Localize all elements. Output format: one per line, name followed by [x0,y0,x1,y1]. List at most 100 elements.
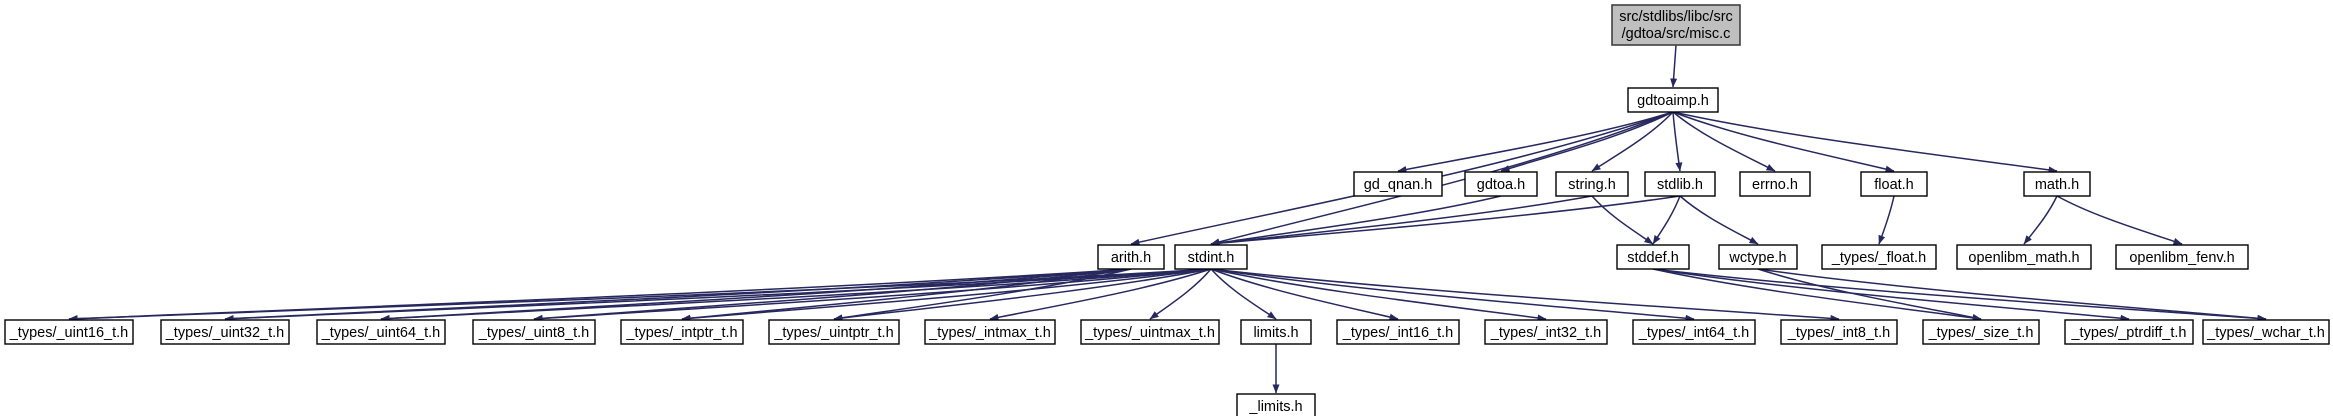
node-box[interactable] [1240,319,1312,345]
edge-stdlib-to-stdint [1210,195,1681,247]
edge-gdtoaimp-to-float [1672,111,1895,173]
edge-gdtoaimp-to-gdtoa [1500,111,1674,172]
graph-node-types-ptrdiff-t-h[interactable]: _types/_ptrdiff_t.h [2064,319,2194,345]
graph-node-gdtoa-h[interactable]: gdtoa.h [1464,171,1538,197]
node-box[interactable] [1353,171,1443,197]
graph-node-stdint-h[interactable]: stdint.h [1174,244,1248,270]
node-box[interactable] [316,319,446,345]
graph-node-types-float-h[interactable]: _types/_float.h [1821,244,1937,270]
edge-stdint-to-limits [1210,268,1277,320]
graph-node-gdtoaimp-h[interactable]: gdtoaimp.h [1627,87,1719,113]
graph-node-types-uint16-t-h[interactable]: _types/_uint16_t.h [4,319,134,345]
graph-node-string-h[interactable]: string.h [1555,171,1629,197]
graph-node-openlibm-math-h[interactable]: openlibm_math.h [1956,244,2092,270]
edge-arith-to-t-uint8 [533,268,1132,322]
node-box[interactable] [2064,319,2194,345]
graph-node-types-int16-t-h[interactable]: _types/_int16_t.h [1336,319,1460,345]
edge-wctype-to-t-wchar [1757,268,2267,322]
graph-node-limits-h[interactable]: limits.h [1240,319,1312,345]
edge-stdint-to-t-intptr [681,268,1212,322]
node-box[interactable] [1484,319,1608,345]
edge-gdtoaimp-to-errno [1672,111,1776,172]
graph-node-wctype-h[interactable]: wctype.h [1718,244,1798,270]
graph-node-arith-h[interactable]: arith.h [1097,244,1165,270]
graph-node-types-int32-t-h[interactable]: _types/_int32_t.h [1484,319,1608,345]
graph-node-stddef-h[interactable]: stddef.h [1616,244,1690,270]
node-box[interactable] [1336,319,1460,345]
edge-gdtoaimp-to-math [1672,111,2058,174]
node-box[interactable] [1236,393,1316,416]
graph-node-float-h[interactable]: float.h [1860,171,1928,197]
node-box[interactable] [160,319,290,345]
edge-stddef-to-t-wchar [1652,268,2267,322]
edge-string-to-stddef [1591,195,1654,245]
node-box[interactable] [1956,244,2092,270]
node-box[interactable] [1097,244,1165,270]
edge-arith-to-t-uint64 [380,268,1132,322]
graph-node-gd-qnan-h[interactable]: gd_qnan.h [1353,171,1443,197]
node-box[interactable] [768,319,900,345]
edge-arith-to-t-uint32 [224,268,1132,323]
edge-stdint-to-t-int32 [1210,268,1547,322]
node-box[interactable] [1174,244,1248,270]
edge-stdint-to-t-uint8 [533,268,1212,322]
node-box[interactable] [924,319,1056,345]
graph-node-types-uintptr-t-h[interactable]: _types/_uintptr_t.h [768,319,900,345]
edge-arith-to-t-intptr [681,268,1132,322]
graph-node-types-wchar-t-h[interactable]: _types/_wchar_t.h [2202,319,2330,345]
graph-node-types-intptr-t-h[interactable]: _types/_intptr_t.h [620,319,744,345]
node-box[interactable] [1464,171,1538,197]
graph-node-types-intmax-t-h[interactable]: _types/_intmax_t.h [924,319,1056,345]
graph-node-errno-h[interactable]: errno.h [1739,171,1811,197]
node-layer: src/stdlibs/libc/src/gdtoa/src/misc.c gdt… [4,4,2330,416]
node-box[interactable] [1616,244,1690,270]
graph-node-limits-h[interactable]: _limits.h [1236,393,1316,416]
graph-node-math-h[interactable]: math.h [2023,171,2091,197]
node-box[interactable] [1739,171,1811,197]
edge-stdint-to-t-int64 [1210,268,1695,322]
node-box[interactable] [1080,319,1220,345]
edge-layer [68,44,2267,394]
node-box[interactable] [1922,319,2040,345]
edge-stdint-to-t-uintmax [1149,268,1212,320]
node-box[interactable] [1627,87,1719,113]
node-box[interactable] [2202,319,2330,345]
edge-stdint-to-t-int8 [1210,268,1840,322]
node-box[interactable] [1860,171,1928,197]
graph-node-types-int8-t-h[interactable]: _types/_int8_t.h [1780,319,1898,345]
node-box[interactable] [4,319,134,345]
edge-stdlib-to-stddef [1652,195,1681,245]
edge-arith-to-t-uint16 [68,268,1132,323]
edge-math-to-openlibm-math [2023,195,2058,245]
graph-node-types-uintmax-t-h[interactable]: _types/_uintmax_t.h [1080,319,1220,345]
edge-stdint-to-t-intmax [989,268,1212,321]
edge-string-to-stdint [1210,195,1593,247]
edge-gdtoaimp-to-gd-qnan [1397,111,1674,173]
node-box[interactable] [1644,171,1716,197]
edge-stddef-to-t-size [1652,268,1982,322]
graph-node-types-uint8-t-h[interactable]: _types/_uint8_t.h [472,319,596,345]
graph-node-src-stdlibs-libc-src-gdtoa-src-misc-c[interactable]: src/stdlibs/libc/src/gdtoa/src/misc.c [1611,4,1741,46]
graph-node-types-uint64-t-h[interactable]: _types/_uint64_t.h [316,319,446,345]
node-box[interactable] [2023,171,2091,197]
graph-node-openlibm-fenv-h[interactable]: openlibm_fenv.h [2115,244,2249,270]
node-box[interactable] [1611,4,1741,46]
node-box[interactable] [1821,244,1937,270]
node-box[interactable] [1718,244,1798,270]
graph-node-types-uint32-t-h[interactable]: _types/_uint32_t.h [160,319,290,345]
node-box[interactable] [472,319,596,345]
edge-gdtoaimp-to-string [1591,111,1674,172]
edge-stdint-to-t-int16 [1210,268,1399,321]
graph-node-types-int64-t-h[interactable]: _types/_int64_t.h [1632,319,1756,345]
node-box[interactable] [620,319,744,345]
node-box[interactable] [1632,319,1756,345]
graph-node-stdlib-h[interactable]: stdlib.h [1644,171,1716,197]
edge-wctype-to-t-size [1757,268,1982,321]
graph-node-types-size-t-h[interactable]: _types/_size_t.h [1922,319,2040,345]
node-box[interactable] [1555,171,1629,197]
edge-float-to-types-float [1878,195,1895,245]
node-box[interactable] [2115,244,2249,270]
node-box[interactable] [1780,319,1898,345]
